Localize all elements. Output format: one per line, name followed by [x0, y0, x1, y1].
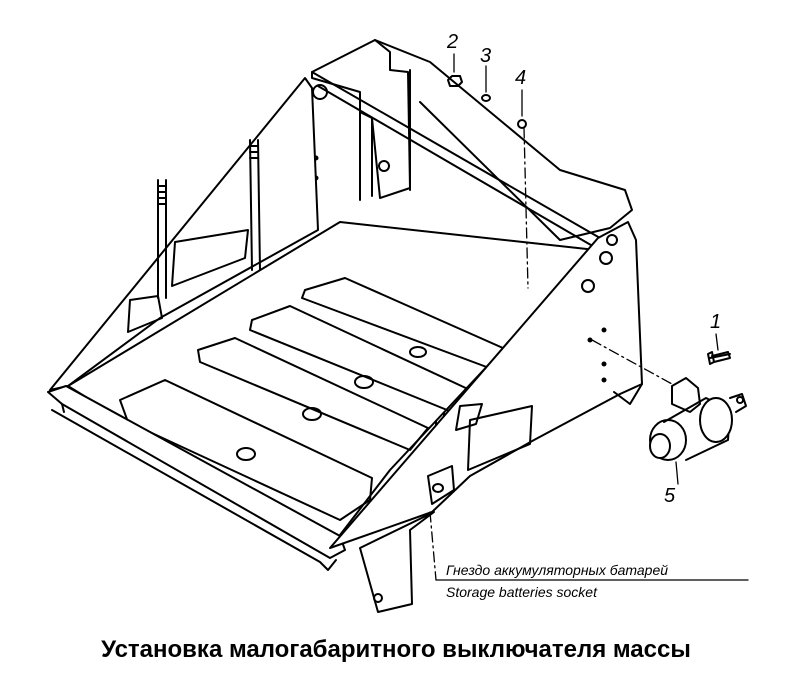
callout-number-5: 5	[664, 485, 676, 507]
bolt-part	[707, 351, 731, 365]
center-lines	[429, 127, 673, 581]
ground-switch-part	[649, 377, 747, 461]
callout-number-1: 1	[710, 311, 722, 333]
callout-leaders	[453, 53, 719, 485]
small-parts	[447, 75, 527, 129]
callout-number-4: 4	[515, 67, 527, 89]
callout-number-2: 2	[447, 31, 459, 53]
back-frame	[290, 39, 633, 249]
front-lip	[47, 385, 346, 571]
socket-label-english: Storage batteries socket	[446, 584, 597, 600]
socket-label-russian: Гнездо аккумуляторных батарей	[446, 562, 669, 578]
callout-number-3: 3	[480, 45, 492, 67]
figure-caption: Установка малогабаритного выключателя ма…	[101, 636, 691, 663]
right-side-wall	[329, 221, 643, 613]
